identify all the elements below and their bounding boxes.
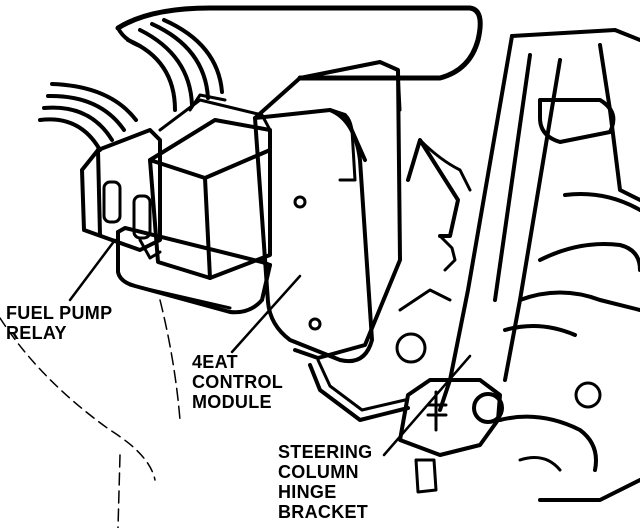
control-module bbox=[253, 60, 402, 363]
fuel-pump-relay-label-line1: FUEL PUMP bbox=[6, 303, 113, 323]
hinge-bracket-label-line2: COLUMN bbox=[278, 462, 359, 482]
control-module-label: 4EAT CONTROL MODULE bbox=[192, 352, 283, 412]
column-structure bbox=[395, 28, 640, 502]
fuel-pump-relay-label: FUEL PUMP RELAY bbox=[6, 303, 112, 343]
steering-hinge-bracket bbox=[308, 138, 504, 494]
control-module-label-line1: 4EAT bbox=[192, 352, 238, 372]
dash-panel-outline bbox=[0, 5, 483, 528]
leader-module bbox=[230, 274, 302, 354]
hinge-bracket-label-line3: HINGE bbox=[278, 482, 337, 502]
fuel-pump-relay-connector bbox=[80, 128, 162, 260]
control-module-label-line3: MODULE bbox=[192, 392, 272, 412]
leader-bracket bbox=[382, 354, 472, 457]
hinge-bracket-label-line4: BRACKET bbox=[278, 502, 369, 522]
relay-cube bbox=[148, 93, 272, 280]
leader-lines bbox=[68, 238, 472, 457]
hinge-bracket-label-line1: STEERING bbox=[278, 442, 373, 462]
fuel-pump-relay-label-line2: RELAY bbox=[6, 323, 67, 343]
wire-harness bbox=[38, 18, 224, 152]
hinge-bracket-label: STEERING COLUMN HINGE BRACKET bbox=[278, 442, 372, 522]
control-module-label-line2: CONTROL bbox=[192, 372, 284, 392]
leader-relay bbox=[68, 238, 117, 302]
